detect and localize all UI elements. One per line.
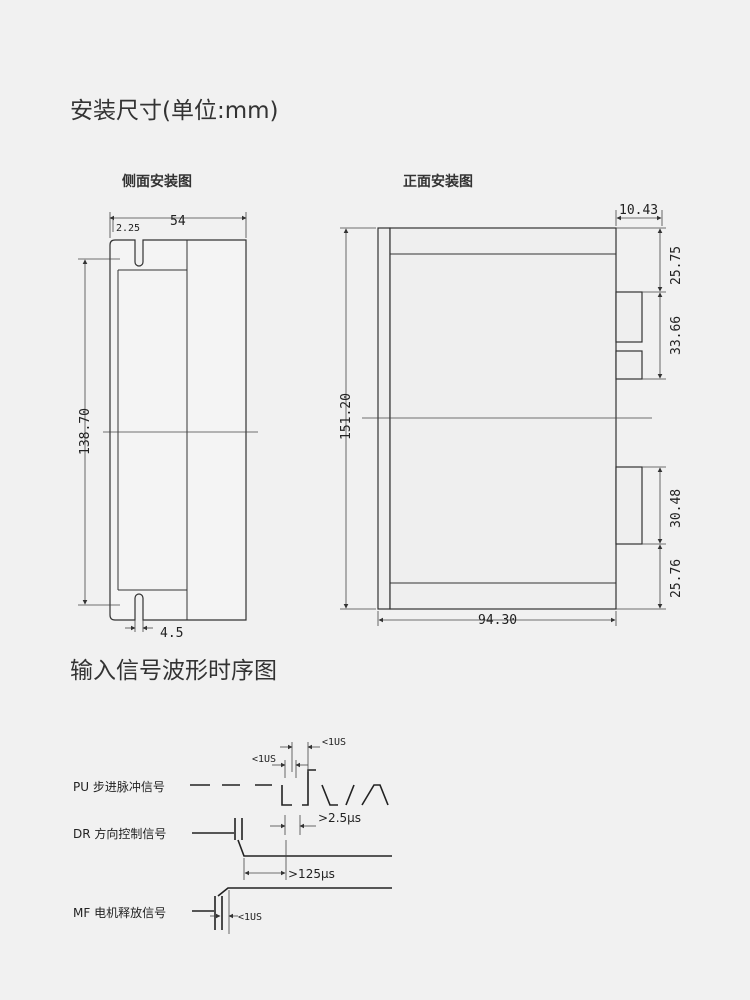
front-seg3-label: 30.48 [669,489,684,528]
side-view-drawing: 54 2.25 138.70 4.5 [78,212,258,641]
install-title: 安装尺寸(单位:mm) [70,98,279,124]
timing-title: 输入信号波形时序图 [70,658,277,684]
front-width-label: 94.30 [478,613,517,628]
terminal-block-1 [615,291,643,343]
terminal-block-3 [615,466,643,545]
dr-wave [237,839,392,857]
mf-signal-label: MF 电机释放信号 [73,905,166,920]
pu-signal-label: PU 步进脉冲信号 [73,779,165,794]
terminal-block-2 [615,350,643,380]
front-height-label: 151.20 [339,393,354,440]
mf-wave [217,887,392,897]
side-slot-label: 4.5 [160,626,183,641]
dr-timing-t4: >125μs [288,867,335,881]
dr-timing-t3: >2.5μs [318,811,361,825]
pu-wave-seg [302,769,316,806]
pu-timing-t1: <1US [322,737,346,748]
timing-diagram: PU 步进脉冲信号 DR 方向控制信号 MF 电机释放信号 <1US <1US … [73,737,392,934]
pu-timing-t2: <1US [252,754,276,765]
pu-wave-seg [281,785,292,806]
side-view-title: 侧面安装图 [122,173,192,190]
front-seg4-label: 25.76 [669,559,684,598]
front-view-title: 正面安装图 [403,173,473,190]
pu-wave-seg [321,784,338,806]
front-seg2-label: 33.66 [669,316,684,355]
mf-timing-t5: <1US [238,912,262,923]
front-body [389,227,617,610]
pu-wave-seg [361,784,389,806]
front-view-drawing: 151.20 94.30 10.43 25.75 33.66 30.48 25.… [339,203,684,628]
side-height-label: 138.70 [78,408,93,455]
side-notch-label: 2.25 [116,223,140,234]
front-seg1-label: 25.75 [669,246,684,285]
front-flange [377,227,391,610]
dr-signal-label: DR 方向控制信号 [73,826,166,841]
front-ear-label: 10.43 [619,203,658,218]
pu-wave-seg [345,784,355,806]
side-width-label: 54 [170,214,186,229]
side-body-outline [109,239,247,621]
